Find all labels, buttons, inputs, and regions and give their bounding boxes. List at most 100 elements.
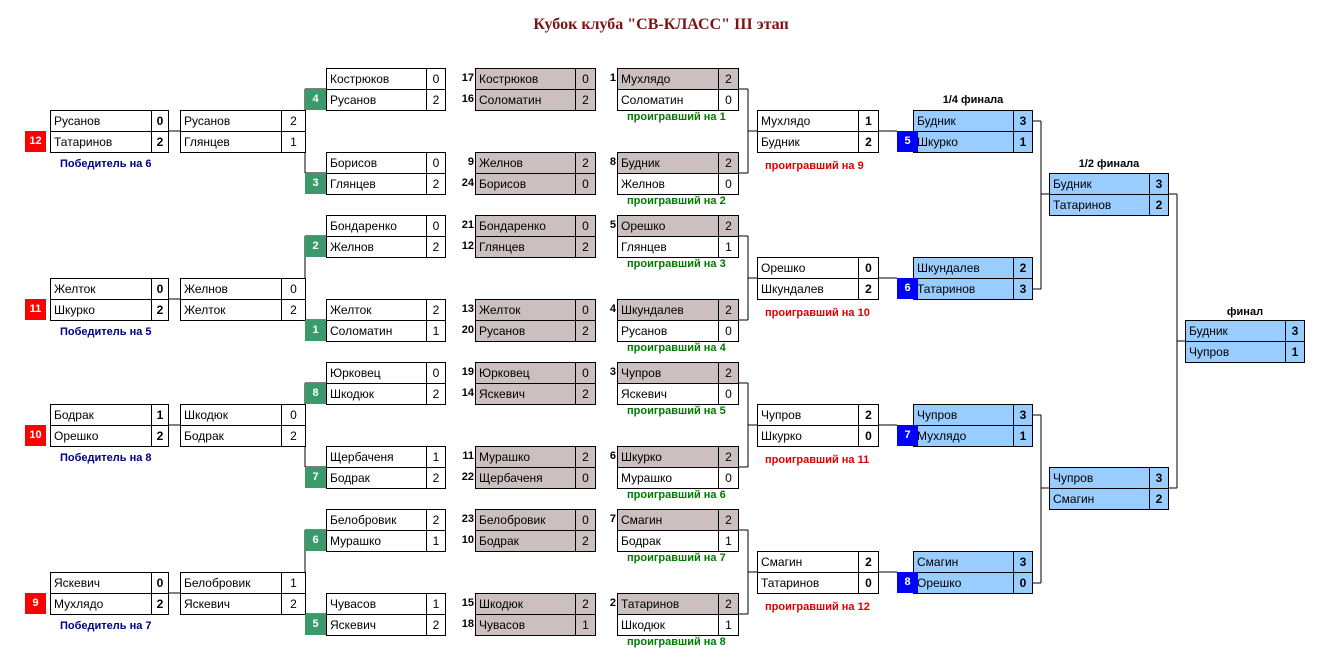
player-score: 2 — [718, 299, 739, 321]
match-number: 12 — [461, 240, 474, 252]
player-score: 1 — [281, 572, 306, 594]
player-name: Мухлядо — [913, 425, 1014, 447]
match-number: 7 — [609, 513, 616, 525]
player-score: 0 — [575, 362, 596, 384]
player-score: 2 — [718, 362, 739, 384]
player-name: Чувасов — [326, 593, 427, 615]
player-score: 0 — [426, 362, 446, 384]
player-score: 2 — [718, 152, 739, 174]
player-name: Щербаченя — [475, 467, 576, 489]
player-score: 2 — [281, 425, 306, 447]
player-score: 0 — [858, 572, 879, 594]
player-name: Желнов — [326, 236, 427, 258]
match-number: 23 — [461, 513, 474, 525]
player-name: Соломатин — [326, 320, 427, 342]
player-score: 2 — [281, 110, 306, 132]
player-name: Яскевич — [326, 614, 427, 636]
player-score: 0 — [575, 509, 596, 531]
player-score: 1 — [1285, 341, 1305, 363]
winner-note: Победитель на 5 — [60, 326, 152, 338]
player-name: Чупров — [757, 404, 859, 426]
player-score: 0 — [575, 215, 596, 237]
seed-badge: 5 — [897, 131, 918, 152]
match-number: 8 — [609, 156, 616, 168]
seed-badge: 9 — [25, 593, 46, 614]
player-name: Щербаченя — [326, 446, 427, 468]
winner-note: Победитель на 6 — [60, 158, 152, 170]
loser-note: проигравший на 2 — [627, 195, 726, 207]
loser-note: проигравший на 10 — [765, 307, 870, 319]
player-score: 0 — [151, 572, 169, 594]
player-score: 0 — [281, 278, 306, 300]
player-score: 3 — [1149, 173, 1169, 195]
player-score: 1 — [426, 320, 446, 342]
player-name: Мурашко — [475, 446, 576, 468]
player-score: 2 — [151, 131, 169, 153]
match-number: 15 — [461, 597, 474, 609]
player-name: Желнов — [180, 278, 282, 300]
player-name: Глянцев — [180, 131, 282, 153]
player-score: 2 — [151, 593, 169, 615]
player-score: 2 — [1149, 488, 1169, 510]
match-number: 19 — [461, 366, 474, 378]
player-name: Желток — [180, 299, 282, 321]
player-name: Татаринов — [757, 572, 859, 594]
match-number: 9 — [467, 156, 474, 168]
semifinal-label: 1/2 финала — [1078, 158, 1140, 170]
page-title: Кубок клуба "СВ-КЛАСС" III этап — [533, 16, 789, 33]
player-name: Шкундалев — [757, 278, 859, 300]
player-name: Шкодюк — [617, 614, 719, 636]
player-name: Желнов — [617, 173, 719, 195]
player-name: Бондаренко — [326, 215, 427, 237]
player-name: Соломатин — [475, 89, 576, 111]
player-name: Шкурко — [913, 131, 1014, 153]
player-name: Желток — [326, 299, 427, 321]
player-name: Будник — [913, 110, 1014, 132]
match-number: 22 — [461, 471, 474, 483]
player-name: Татаринов — [1049, 194, 1150, 216]
player-name: Орешко — [757, 257, 859, 279]
match-number: 1 — [609, 72, 616, 84]
match-number: 6 — [609, 450, 616, 462]
player-name: Шкундалев — [617, 299, 719, 321]
player-name: Чупров — [617, 362, 719, 384]
player-name: Кострюков — [326, 68, 427, 90]
player-name: Шкурко — [617, 446, 719, 468]
player-name: Белобровик — [180, 572, 282, 594]
player-name: Бодрак — [475, 530, 576, 552]
player-score: 3 — [1013, 110, 1033, 132]
player-name: Яскевич — [50, 572, 152, 594]
player-name: Мухлядо — [617, 68, 719, 90]
seed-badge: 6 — [897, 278, 918, 299]
player-score: 2 — [151, 299, 169, 321]
player-name: Бодрак — [617, 530, 719, 552]
seed-badge: 10 — [25, 425, 46, 446]
match-number: 24 — [461, 177, 474, 189]
player-score: 0 — [858, 257, 879, 279]
player-score: 2 — [718, 446, 739, 468]
player-score: 1 — [1013, 425, 1033, 447]
player-name: Белобровик — [475, 509, 576, 531]
seed-badge: 2 — [305, 236, 326, 257]
player-score: 0 — [281, 404, 306, 426]
player-name: Русанов — [326, 89, 427, 111]
player-score: 1 — [718, 530, 739, 552]
player-name: Бодрак — [50, 404, 152, 426]
match-number: 5 — [609, 219, 616, 231]
player-name: Орешко — [913, 572, 1014, 594]
player-name: Шкундалев — [913, 257, 1014, 279]
loser-note: проигравший на 3 — [627, 258, 726, 270]
player-score: 2 — [281, 299, 306, 321]
match-number: 20 — [461, 324, 474, 336]
player-score: 3 — [1013, 404, 1033, 426]
player-name: Бодрак — [180, 425, 282, 447]
player-score: 2 — [575, 593, 596, 615]
player-name: Татаринов — [617, 593, 719, 615]
player-score: 0 — [426, 215, 446, 237]
quarterfinal-label: 1/4 финала — [942, 94, 1004, 106]
seed-badge: 7 — [305, 467, 326, 488]
player-score: 2 — [151, 425, 169, 447]
match-number: 11 — [462, 450, 474, 462]
match-number: 16 — [461, 93, 474, 105]
seed-badge: 12 — [25, 131, 46, 152]
